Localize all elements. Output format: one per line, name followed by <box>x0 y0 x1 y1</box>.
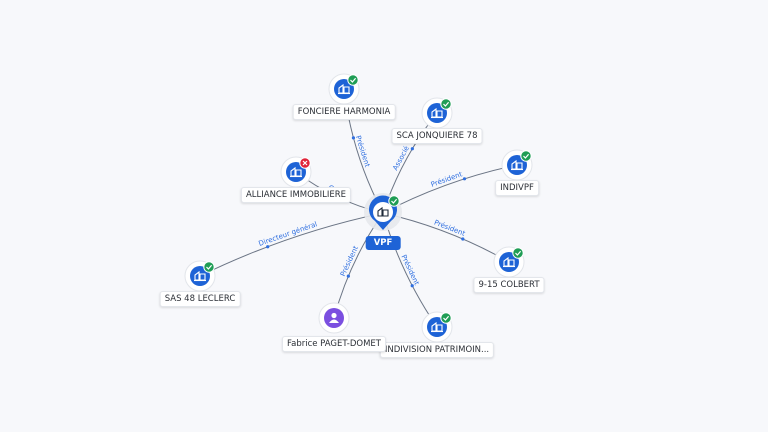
node-label: ALLIANCE IMMOBILIERE <box>240 187 352 203</box>
edge-arrow <box>410 147 414 151</box>
edge-label: Président <box>430 170 464 189</box>
nodes-layer <box>184 73 533 343</box>
edge-label: Directeur général <box>258 220 319 248</box>
building-icon <box>377 206 389 217</box>
edge-line <box>382 212 510 263</box>
node-label: INDIVISION PATRIMOIN... <box>379 342 495 358</box>
building-icon <box>431 321 443 333</box>
graph-node-9-15-colbert[interactable] <box>493 246 525 278</box>
building-icon <box>431 107 443 119</box>
verified-badge-icon <box>440 312 452 324</box>
graph-node-indivpf[interactable] <box>501 149 533 181</box>
verified-badge-icon <box>347 74 359 86</box>
node-label: SAS 48 LECLERC <box>159 291 241 307</box>
verified-badge-icon <box>440 98 452 110</box>
edge-label: Président <box>433 219 467 238</box>
node-label: 9-15 COLBERT <box>473 277 545 293</box>
edge-label: Président <box>354 135 372 169</box>
verified-badge-icon <box>203 261 215 273</box>
person-icon <box>329 312 339 323</box>
graph-node-center[interactable] <box>364 193 402 231</box>
graph-node-indivision-patrimoine[interactable] <box>421 311 453 343</box>
building-icon <box>338 83 350 95</box>
edge-arrow <box>462 177 467 181</box>
edge-arrow <box>410 284 414 288</box>
building-icon <box>290 166 302 178</box>
edge-arrow <box>346 274 350 278</box>
verified-badge-icon <box>520 150 532 162</box>
node-label: SCA JONQUIERE 78 <box>391 128 483 144</box>
verified-badge-icon <box>512 247 524 259</box>
graph-node-fonciere-harmonia[interactable] <box>328 73 360 105</box>
graph-node-alliance-immobiliere[interactable] <box>280 156 312 188</box>
verified-badge-icon <box>388 195 400 207</box>
graph-node-sas-48-leclerc[interactable] <box>184 260 216 292</box>
center-node-label: VPF <box>365 236 401 250</box>
edge-arrow <box>351 136 356 140</box>
node-label: Fabrice PAGET-DOMET <box>282 336 386 352</box>
node-label: FONCIERE HARMONIA <box>292 104 396 120</box>
closed-badge-icon <box>299 157 311 169</box>
edge-arrow <box>266 245 270 249</box>
building-icon <box>194 270 206 282</box>
graph-node-sca-jonquiere-78[interactable] <box>421 97 453 129</box>
edge-line <box>199 212 384 277</box>
node-label: INDIVPF <box>495 180 539 196</box>
edge-arrow <box>461 237 465 241</box>
edge-label: Associé <box>391 145 411 172</box>
building-icon <box>503 256 515 268</box>
graph-node-fabrice-paget-domet[interactable] <box>318 302 350 334</box>
building-icon <box>511 159 523 171</box>
